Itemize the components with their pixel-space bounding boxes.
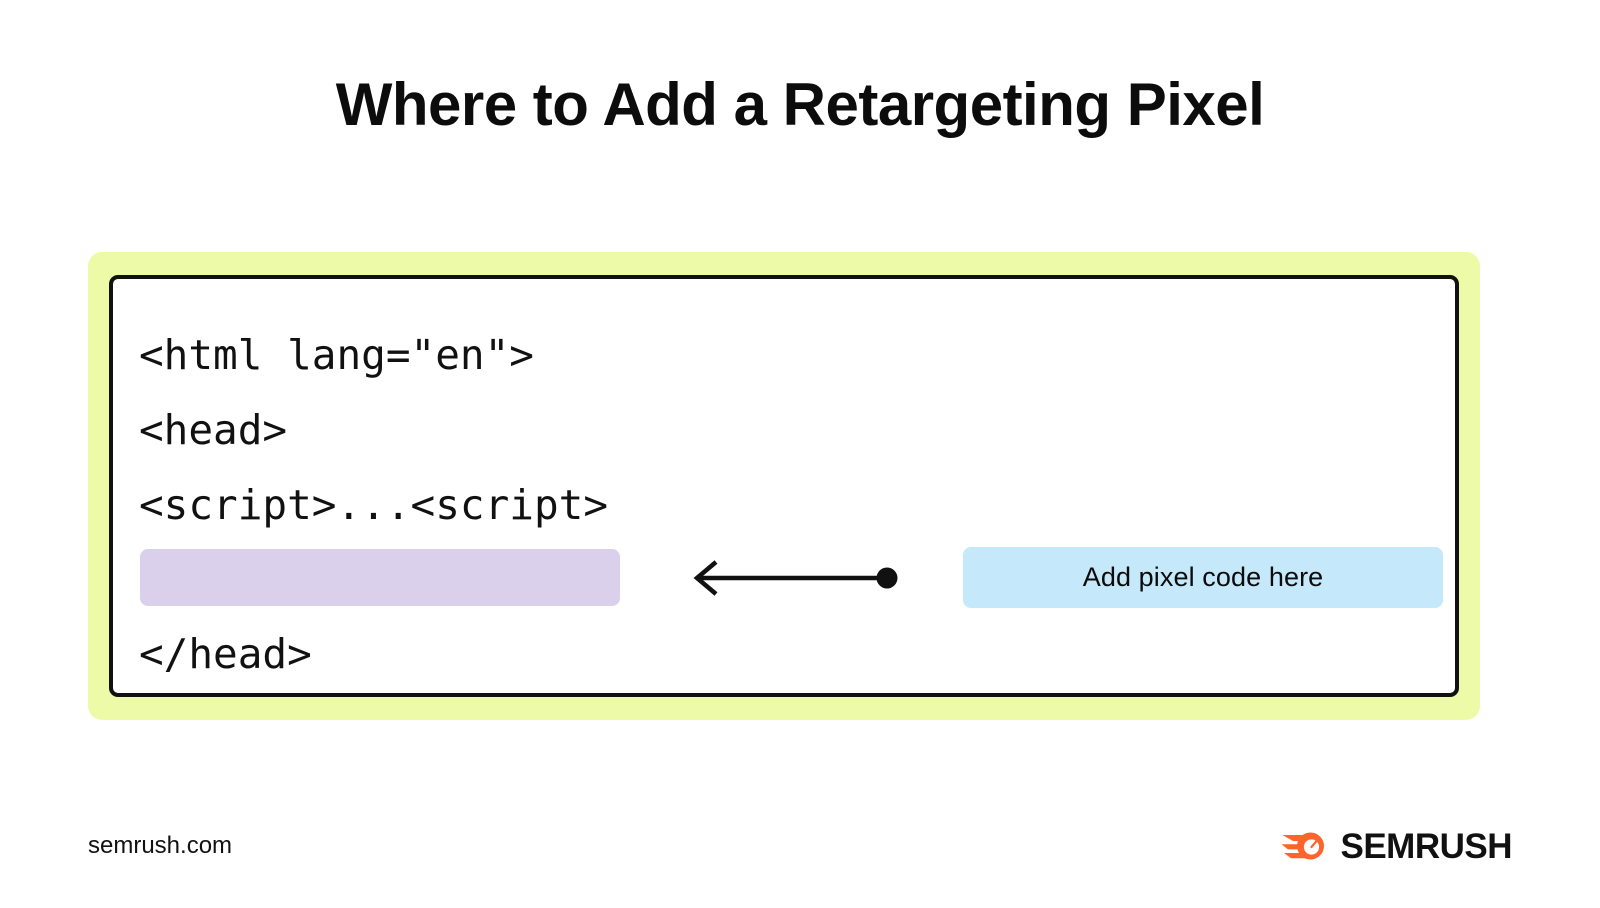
code-line-script: <script>...<script> <box>139 481 608 529</box>
code-line-head-close: </head> <box>139 630 312 678</box>
pixel-code-placeholder-bar <box>140 549 620 606</box>
semrush-logo: SEMRUSH <box>1281 826 1512 866</box>
callout-add-pixel-code: Add pixel code here <box>963 547 1443 608</box>
callout-label: Add pixel code here <box>1082 562 1324 592</box>
code-line-head-open: <head> <box>139 406 288 454</box>
footer-domain: semrush.com <box>88 832 233 859</box>
code-card-frame: <html lang="en"> <head> <script>...<scri… <box>88 252 1480 720</box>
arrow-left-icon <box>683 557 903 599</box>
semrush-comet-icon <box>1281 832 1325 860</box>
code-card-inner: <html lang="en"> <head> <script>...<scri… <box>109 275 1459 697</box>
code-line-html-open: <html lang="en"> <box>139 331 534 379</box>
page-title: Where to Add a Retargeting Pixel <box>335 71 1265 138</box>
semrush-wordmark: SEMRUSH <box>1340 826 1512 866</box>
